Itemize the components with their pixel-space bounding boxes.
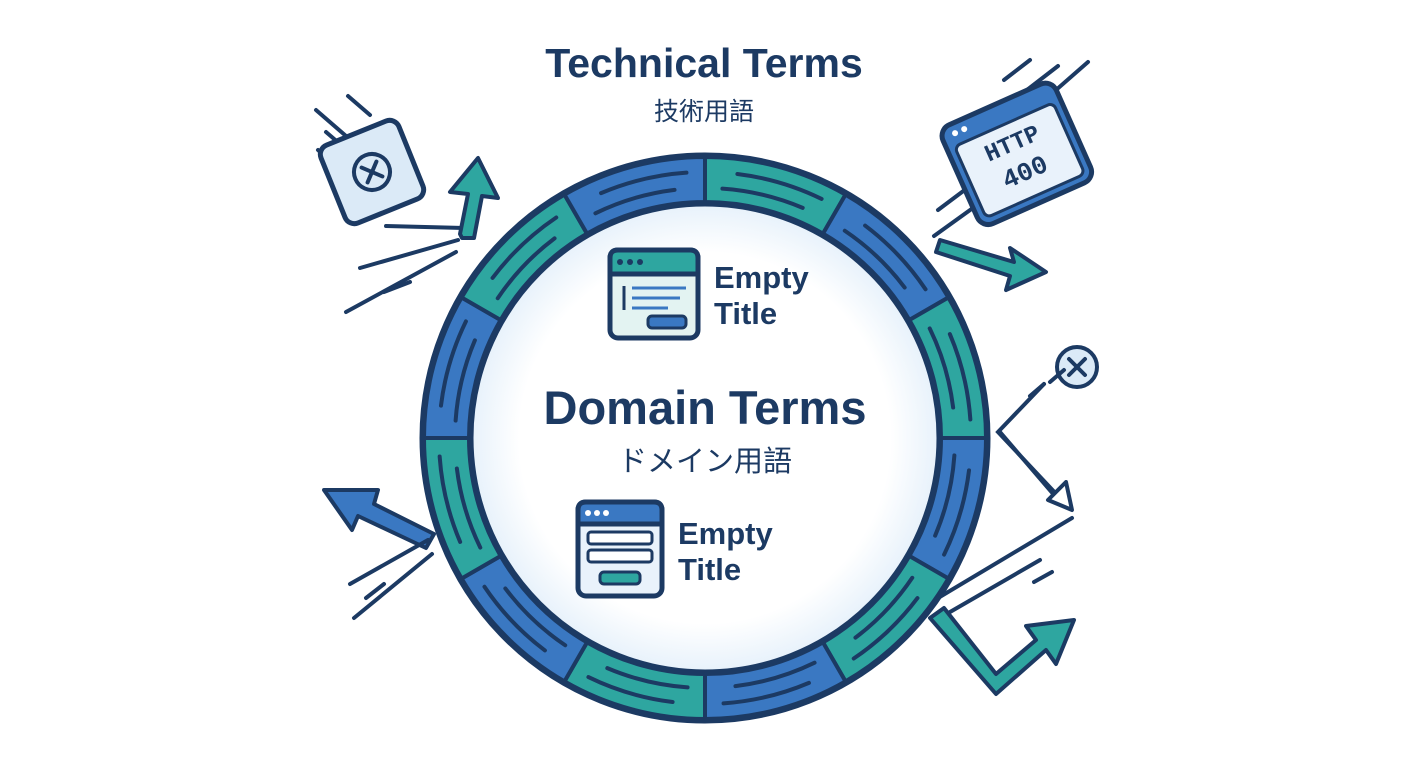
arrow-right-icon <box>934 238 1048 292</box>
ring-groove <box>842 228 907 290</box>
browser-window-icon <box>607 247 701 341</box>
ring-groove <box>853 575 915 640</box>
card-2-label: Empty Title <box>678 516 773 588</box>
ring-groove <box>933 453 957 538</box>
ring-groove <box>495 236 557 301</box>
ring-groove <box>586 675 675 705</box>
ring-groove <box>735 171 824 201</box>
ring-groove <box>490 215 559 280</box>
ring-groove <box>599 170 689 196</box>
technical-terms-title: Technical Terms <box>545 40 863 86</box>
card-2-line2: Title <box>678 552 742 587</box>
card-2-line1: Empty <box>678 516 773 551</box>
ring-groove <box>942 468 972 557</box>
ring-groove <box>454 466 483 550</box>
ring-groove <box>482 584 547 653</box>
error-circle-icon <box>995 345 1099 500</box>
card-1-line1: Empty <box>714 260 809 295</box>
ring-groove <box>605 666 690 690</box>
error-box-icon <box>314 94 466 314</box>
ring-groove <box>927 326 956 410</box>
ring-groove <box>863 223 928 292</box>
ring-groove <box>453 338 477 423</box>
domain-terms-title: Domain Terms <box>543 381 867 434</box>
arrow-up-right-icon <box>928 516 1076 696</box>
form-window-icon <box>575 499 665 599</box>
ring-groove <box>733 660 817 689</box>
ring-groove <box>721 680 811 706</box>
technical-terms-subtitle: 技術用語 <box>653 97 754 126</box>
domain-terms-subtitle: ドメイン用語 <box>617 444 792 478</box>
arrow-up-icon <box>448 156 500 240</box>
ring-groove <box>947 332 973 422</box>
card-1-line2: Title <box>714 296 778 331</box>
ring-groove <box>851 596 920 661</box>
arrow-left-icon <box>322 488 436 620</box>
arrow-down-icon <box>998 430 1074 512</box>
ring-groove <box>503 586 568 648</box>
ring-groove <box>720 186 805 210</box>
ring-groove <box>593 187 677 216</box>
ring-groove <box>437 454 463 544</box>
card-1-label: Empty Title <box>714 260 809 332</box>
ring-groove <box>438 319 468 408</box>
http-window-icon: HTTP 400 <box>932 58 1095 238</box>
